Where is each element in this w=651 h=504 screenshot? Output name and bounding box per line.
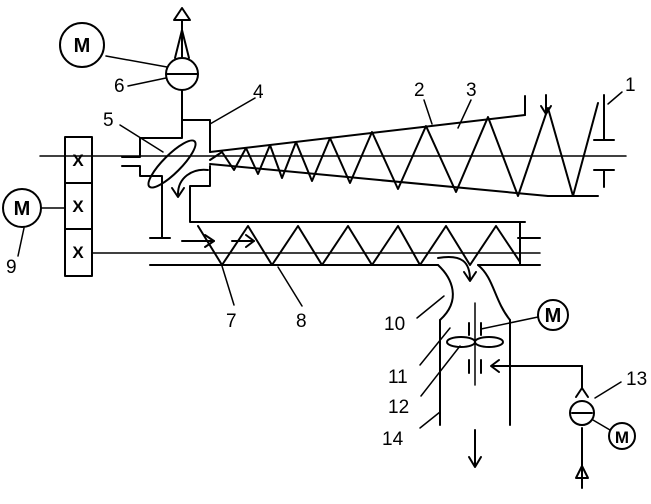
upper-screw-conveyor — [40, 95, 626, 196]
drive-motor-label: M — [14, 198, 31, 220]
gear-unit-2: X — [72, 197, 84, 216]
label-8: 8 — [296, 311, 307, 332]
funnel-left — [438, 265, 453, 320]
funnel-right — [478, 265, 510, 320]
feed-motor-label: M — [615, 428, 629, 447]
upper-housing-top — [210, 115, 525, 152]
lower-screw-conveyor — [92, 222, 540, 281]
label-6: 6 — [114, 76, 125, 97]
reference-numbers: 1 2 3 4 5 6 7 8 9 10 11 12 14 13 — [6, 75, 647, 450]
fan-motor-label: M — [74, 35, 91, 57]
label-1: 1 — [625, 75, 636, 96]
impeller-blade-left — [447, 337, 475, 347]
label-3: 3 — [466, 80, 477, 101]
exhaust-fan: M — [60, 8, 198, 120]
label-2: 2 — [414, 80, 425, 101]
additive-feed: M — [491, 360, 635, 488]
label-5: 5 — [103, 110, 114, 131]
label-13: 13 — [626, 369, 647, 390]
label-12: 12 — [388, 397, 409, 418]
label-14: 14 — [382, 429, 404, 450]
drive-gearbox: X X X M — [3, 137, 92, 276]
fan-motor-link — [106, 56, 167, 67]
mixer-motor-label: M — [545, 305, 562, 327]
chamber-right-lower-wall — [190, 166, 525, 222]
gear-unit-1: X — [72, 151, 84, 170]
label-10: 10 — [384, 314, 405, 335]
vent-arrow-icon — [174, 8, 190, 20]
feed-motor-link — [593, 420, 610, 430]
label-7: 7 — [226, 311, 237, 332]
label-9: 9 — [6, 257, 17, 278]
gear-unit-3: X — [72, 243, 84, 262]
lower-screw-flight — [198, 226, 520, 265]
transfer-chamber — [122, 120, 525, 265]
label-11: 11 — [388, 367, 408, 388]
label-4: 4 — [253, 82, 264, 103]
feed-cone — [576, 388, 588, 397]
impeller-blade-right — [475, 337, 503, 347]
deflector-plate — [143, 135, 201, 193]
chamber-upper-wall — [122, 120, 210, 157]
chamber-left-lower-wall — [122, 166, 162, 238]
